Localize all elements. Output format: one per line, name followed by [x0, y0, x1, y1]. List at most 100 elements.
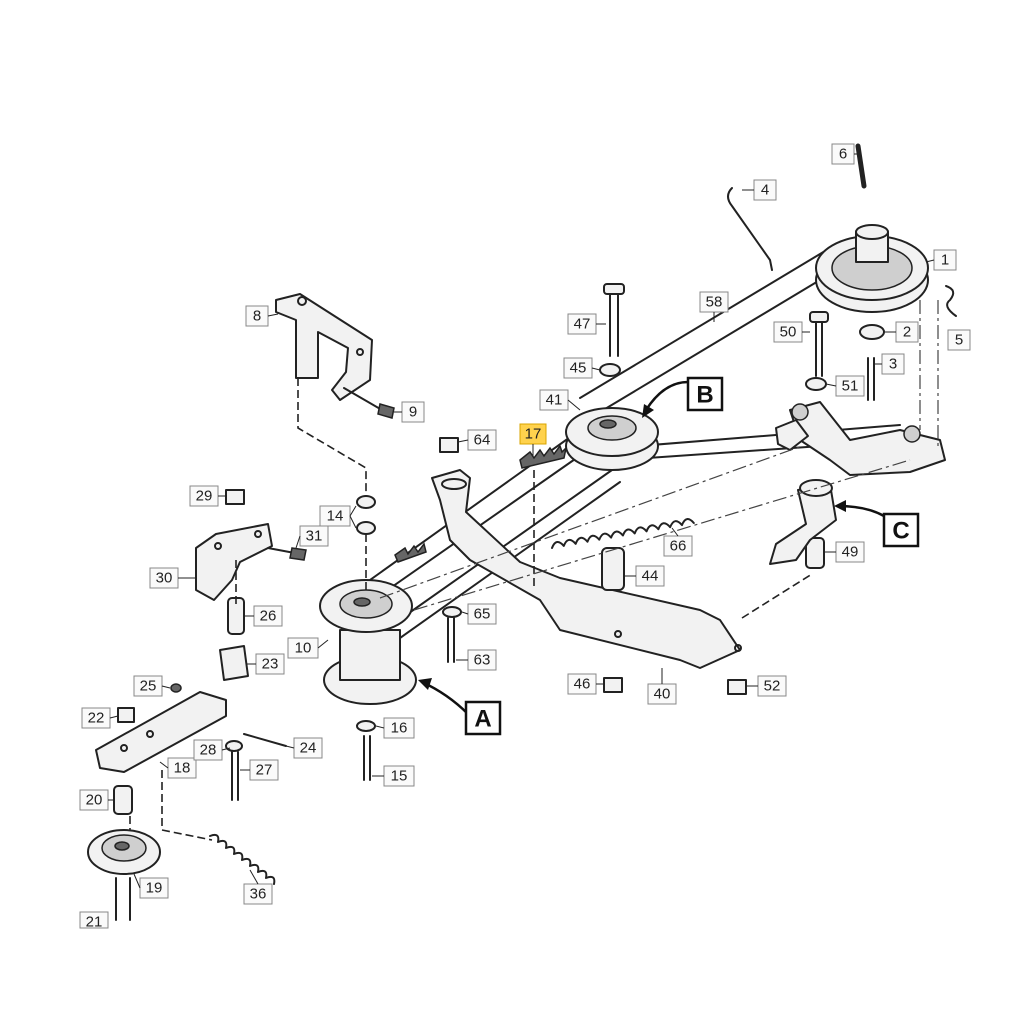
svg-text:66: 66 [670, 538, 687, 555]
svg-text:8: 8 [253, 308, 261, 325]
pulley-10 [319, 579, 417, 705]
callout-50[interactable]: 50 [773, 321, 803, 343]
svg-text:18: 18 [174, 760, 191, 777]
svg-text:2: 2 [903, 324, 911, 341]
callout-9[interactable]: 9 [401, 401, 425, 423]
callout-40[interactable]: 40 [647, 683, 677, 705]
callout-1[interactable]: 1 [933, 249, 957, 271]
svg-text:64: 64 [474, 432, 491, 449]
callout-18[interactable]: 18 [167, 757, 197, 779]
washer-14a [356, 495, 376, 509]
bolt-31-head [289, 547, 307, 561]
callout-41[interactable]: 41 [539, 389, 569, 411]
pulley-19 [87, 829, 161, 921]
rod-4 [727, 187, 773, 271]
callout-25[interactable]: 25 [133, 675, 163, 697]
callout-14[interactable]: 14 [319, 505, 351, 527]
callout-66[interactable]: 66 [663, 535, 693, 557]
ref-box-a: A [464, 700, 502, 736]
callout-22[interactable]: 22 [81, 707, 111, 729]
svg-text:10: 10 [295, 640, 312, 657]
leader-lines [108, 153, 935, 889]
callout-65[interactable]: 65 [467, 603, 497, 625]
bolt-63 [447, 617, 455, 663]
svg-text:29: 29 [196, 488, 213, 505]
svg-text:49: 49 [842, 544, 859, 561]
callout-19[interactable]: 19 [139, 877, 169, 899]
bracket-8 [275, 293, 373, 401]
svg-text:47: 47 [574, 316, 591, 333]
callout-47[interactable]: 47 [567, 313, 597, 335]
callout-64[interactable]: 64 [467, 429, 497, 451]
callout-20[interactable]: 20 [79, 789, 109, 811]
callout-5[interactable]: 5 [947, 329, 971, 351]
callout-24[interactable]: 24 [293, 737, 323, 759]
callout-49[interactable]: 49 [835, 541, 865, 563]
svg-text:44: 44 [642, 568, 659, 585]
callout-4[interactable]: 4 [753, 179, 777, 201]
pin-6 [855, 143, 867, 189]
idler-arm [775, 401, 946, 476]
callout-46[interactable]: 46 [567, 673, 597, 695]
svg-text:40: 40 [654, 686, 671, 703]
callout-31[interactable]: 31 [299, 525, 329, 547]
centerline-1 [379, 445, 803, 599]
svg-text:52: 52 [764, 678, 781, 695]
svg-text:15: 15 [391, 768, 408, 785]
frame-40 [431, 469, 742, 669]
callout-16[interactable]: 16 [383, 717, 415, 739]
bolt-50-head [809, 311, 829, 323]
bolt-9-head [377, 403, 395, 419]
ref-box-b: B [686, 376, 724, 412]
callout-44[interactable]: 44 [635, 565, 665, 587]
svg-text:41: 41 [546, 392, 563, 409]
svg-text:22: 22 [88, 710, 105, 727]
svg-text:1: 1 [941, 252, 949, 269]
washer-25 [170, 683, 182, 693]
svg-text:28: 28 [200, 742, 217, 759]
callout-6[interactable]: 6 [831, 143, 855, 165]
bracket-18 [95, 691, 227, 773]
callout-29[interactable]: 29 [189, 485, 219, 507]
svg-text:50: 50 [780, 324, 797, 341]
spring-66 [551, 518, 695, 549]
nut-46 [603, 677, 623, 693]
callout-51[interactable]: 51 [835, 375, 865, 397]
washer-28 [225, 740, 243, 752]
callout-17[interactable]: 17 [519, 423, 547, 445]
pulley-41 [565, 407, 659, 471]
nut-22 [117, 707, 135, 723]
callout-27[interactable]: 27 [249, 759, 279, 781]
callout-58[interactable]: 58 [699, 291, 729, 313]
svg-text:65: 65 [474, 606, 491, 623]
svg-text:30: 30 [156, 570, 173, 587]
svg-text:4: 4 [761, 182, 769, 199]
callout-26[interactable]: 26 [253, 605, 283, 627]
callout-23[interactable]: 23 [255, 653, 285, 675]
svg-text:24: 24 [300, 740, 317, 757]
callout-8[interactable]: 8 [245, 305, 269, 327]
washer-65 [442, 606, 462, 618]
callout-52[interactable]: 52 [757, 675, 787, 697]
callout-63[interactable]: 63 [467, 649, 497, 671]
assembly-line-8 [297, 378, 367, 496]
svg-text:14: 14 [327, 508, 344, 525]
callout-36[interactable]: 36 [243, 883, 273, 905]
clip-5 [945, 285, 957, 317]
ref-box-c: C [882, 512, 920, 548]
callout-2[interactable]: 2 [895, 321, 919, 343]
callout-21[interactable]: 21 [79, 911, 109, 931]
bolt-9 [343, 387, 383, 411]
callout-3[interactable]: 3 [881, 353, 905, 375]
svg-text:3: 3 [889, 356, 897, 373]
callout-15[interactable]: 15 [383, 765, 415, 787]
callout-28[interactable]: 28 [193, 739, 223, 761]
arrow-a-head [418, 678, 432, 690]
callout-45[interactable]: 45 [563, 357, 593, 379]
callout-30[interactable]: 30 [149, 567, 179, 589]
svg-text:51: 51 [842, 378, 859, 395]
callout-10[interactable]: 10 [287, 637, 319, 659]
washer-45 [599, 363, 621, 377]
svg-text:9: 9 [409, 404, 417, 421]
